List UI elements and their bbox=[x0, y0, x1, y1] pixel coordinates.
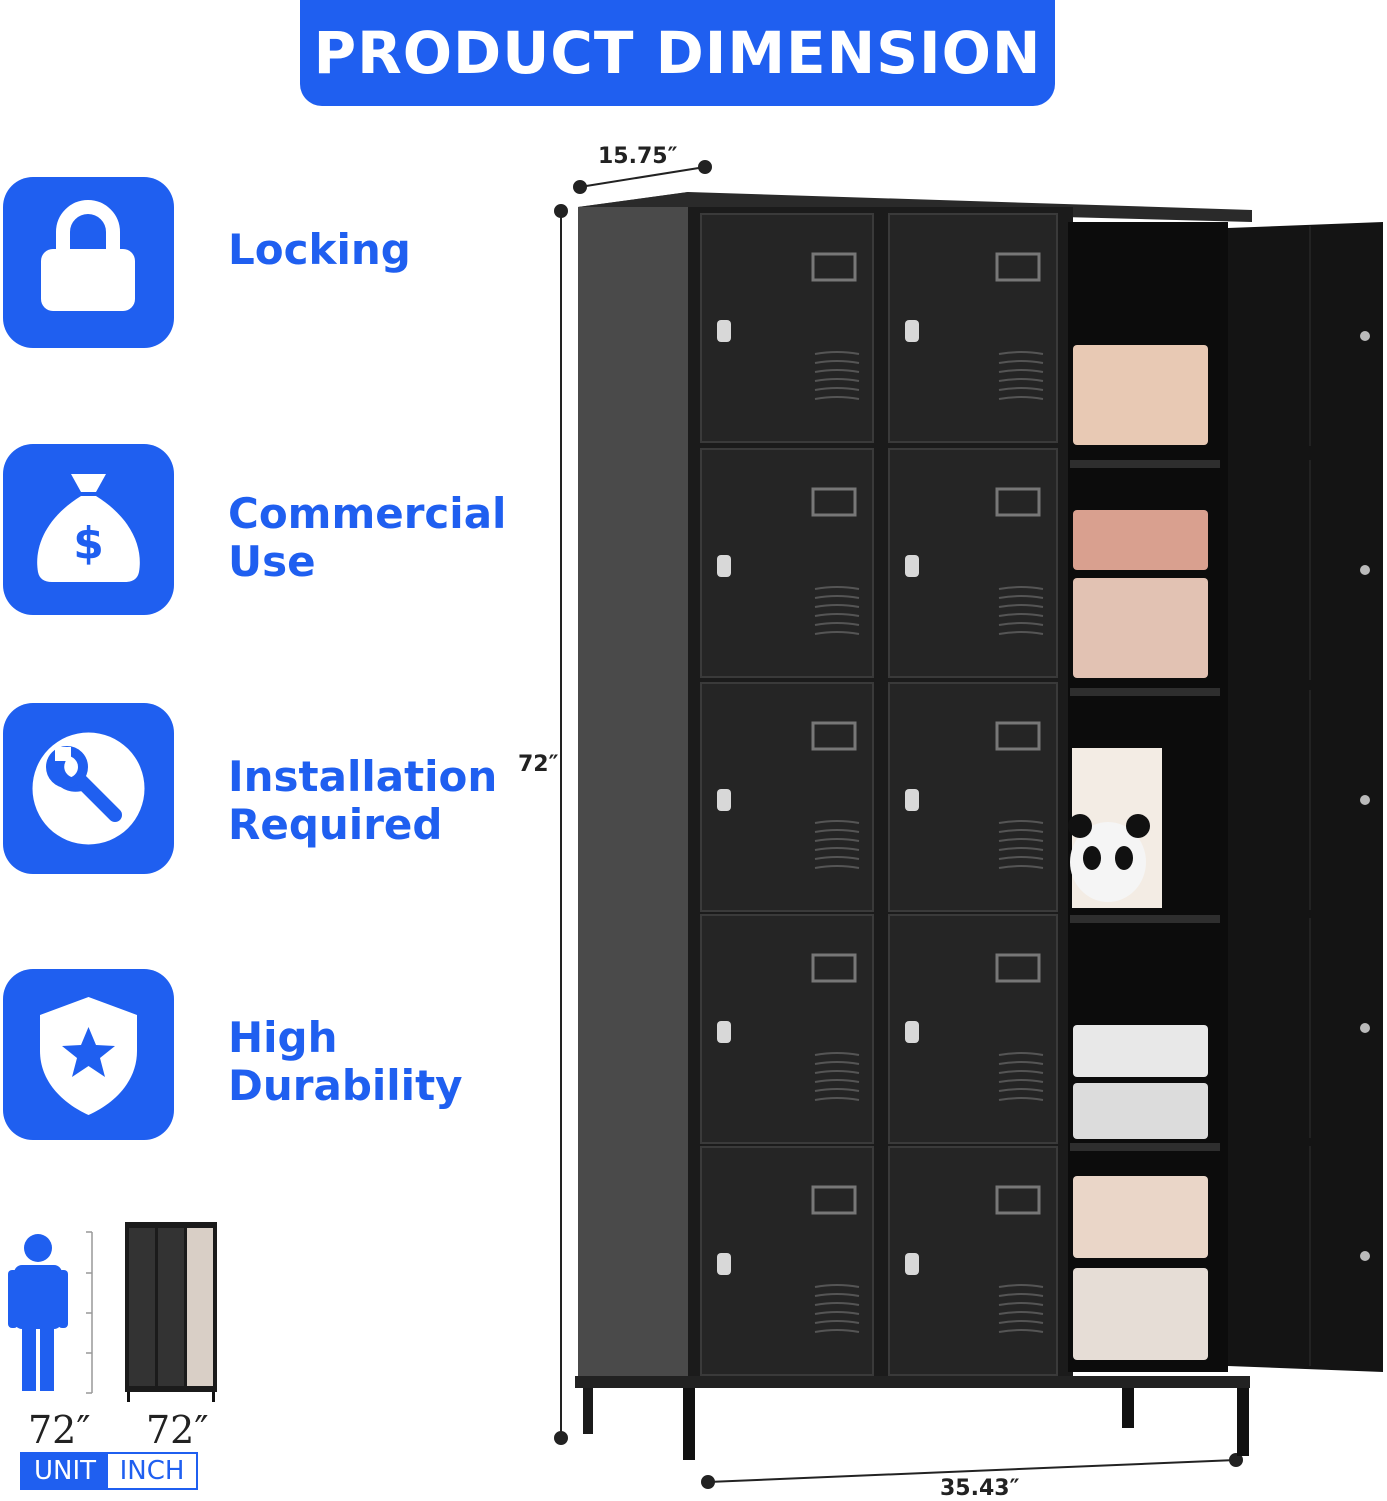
shelf bbox=[1070, 915, 1220, 923]
lock-icon bbox=[717, 789, 731, 811]
feature-line: Installation bbox=[228, 752, 498, 801]
svg-text:$: $ bbox=[73, 518, 104, 569]
lock-icon bbox=[905, 320, 919, 342]
locker-door bbox=[700, 1146, 874, 1376]
lock-icon bbox=[717, 1021, 731, 1043]
width-label: 35.43″ bbox=[940, 1476, 1020, 1501]
lock-icon bbox=[717, 320, 731, 342]
feature-installation: Installation Required bbox=[228, 753, 497, 849]
depth-dimension-line bbox=[573, 160, 712, 194]
lock-icon bbox=[905, 1021, 919, 1043]
feature-locking: Locking bbox=[228, 226, 411, 274]
feature-line: Required bbox=[228, 800, 443, 849]
shelf bbox=[1070, 1143, 1220, 1151]
shield-star-icon bbox=[3, 969, 174, 1140]
storage-box bbox=[1073, 1268, 1208, 1360]
money-bag-icon: $ bbox=[3, 444, 174, 615]
lock-icon bbox=[905, 789, 919, 811]
person-icon bbox=[8, 1234, 68, 1391]
lock-icon bbox=[905, 555, 919, 577]
feature-durability: High Durability bbox=[228, 1014, 463, 1110]
height-dimension-line bbox=[554, 204, 568, 1445]
locker-door bbox=[888, 914, 1058, 1144]
storage-box bbox=[1073, 510, 1208, 570]
storage-box bbox=[1073, 1025, 1208, 1077]
lock-icon bbox=[717, 1253, 731, 1275]
shelf bbox=[1070, 460, 1220, 468]
height-label: 72″ bbox=[518, 752, 559, 777]
header-banner: PRODUCT DIMENSION bbox=[300, 0, 1055, 106]
shelf bbox=[1070, 688, 1220, 696]
feature-line: Use bbox=[228, 537, 316, 586]
feature-line: Durability bbox=[228, 1061, 463, 1110]
hinge bbox=[1360, 1251, 1370, 1261]
storage-box bbox=[1073, 1083, 1208, 1139]
locker-door bbox=[888, 1146, 1058, 1376]
locker-door bbox=[888, 213, 1058, 443]
width-dimension-line bbox=[701, 1453, 1243, 1489]
panda-toy bbox=[1068, 814, 1150, 902]
cabinet-height-label: 72″ bbox=[146, 1408, 209, 1452]
feature-line: Commercial bbox=[228, 489, 507, 538]
unit-badge: UNIT INCH bbox=[20, 1452, 198, 1490]
hinge bbox=[1360, 1023, 1370, 1033]
person-height-label: 72″ bbox=[28, 1408, 91, 1452]
unit-label: UNIT bbox=[22, 1454, 108, 1488]
locker-door bbox=[700, 682, 874, 912]
depth-label: 15.75″ bbox=[598, 144, 678, 169]
page-title: PRODUCT DIMENSION bbox=[313, 19, 1042, 87]
lock-icon bbox=[905, 1253, 919, 1275]
hinge bbox=[1360, 565, 1370, 575]
storage-box bbox=[1073, 578, 1208, 678]
locker-door bbox=[888, 682, 1058, 912]
unit-value: INCH bbox=[119, 1456, 185, 1486]
feature-commercial-use: Commercial Use bbox=[228, 490, 506, 586]
locker-door bbox=[700, 914, 874, 1144]
locker-door bbox=[700, 448, 874, 678]
mini-cabinet-icon bbox=[125, 1222, 217, 1402]
lock-icon bbox=[3, 177, 174, 348]
hinge bbox=[1360, 331, 1370, 341]
feature-line: High bbox=[228, 1013, 338, 1062]
feature-line: Locking bbox=[228, 225, 411, 274]
size-comparison bbox=[8, 1222, 217, 1402]
locker-door bbox=[700, 213, 874, 443]
storage-box bbox=[1073, 345, 1208, 445]
wrench-icon bbox=[3, 703, 174, 874]
locker-door bbox=[888, 448, 1058, 678]
storage-box bbox=[1073, 1176, 1208, 1258]
hinge bbox=[1360, 795, 1370, 805]
lock-icon bbox=[717, 555, 731, 577]
